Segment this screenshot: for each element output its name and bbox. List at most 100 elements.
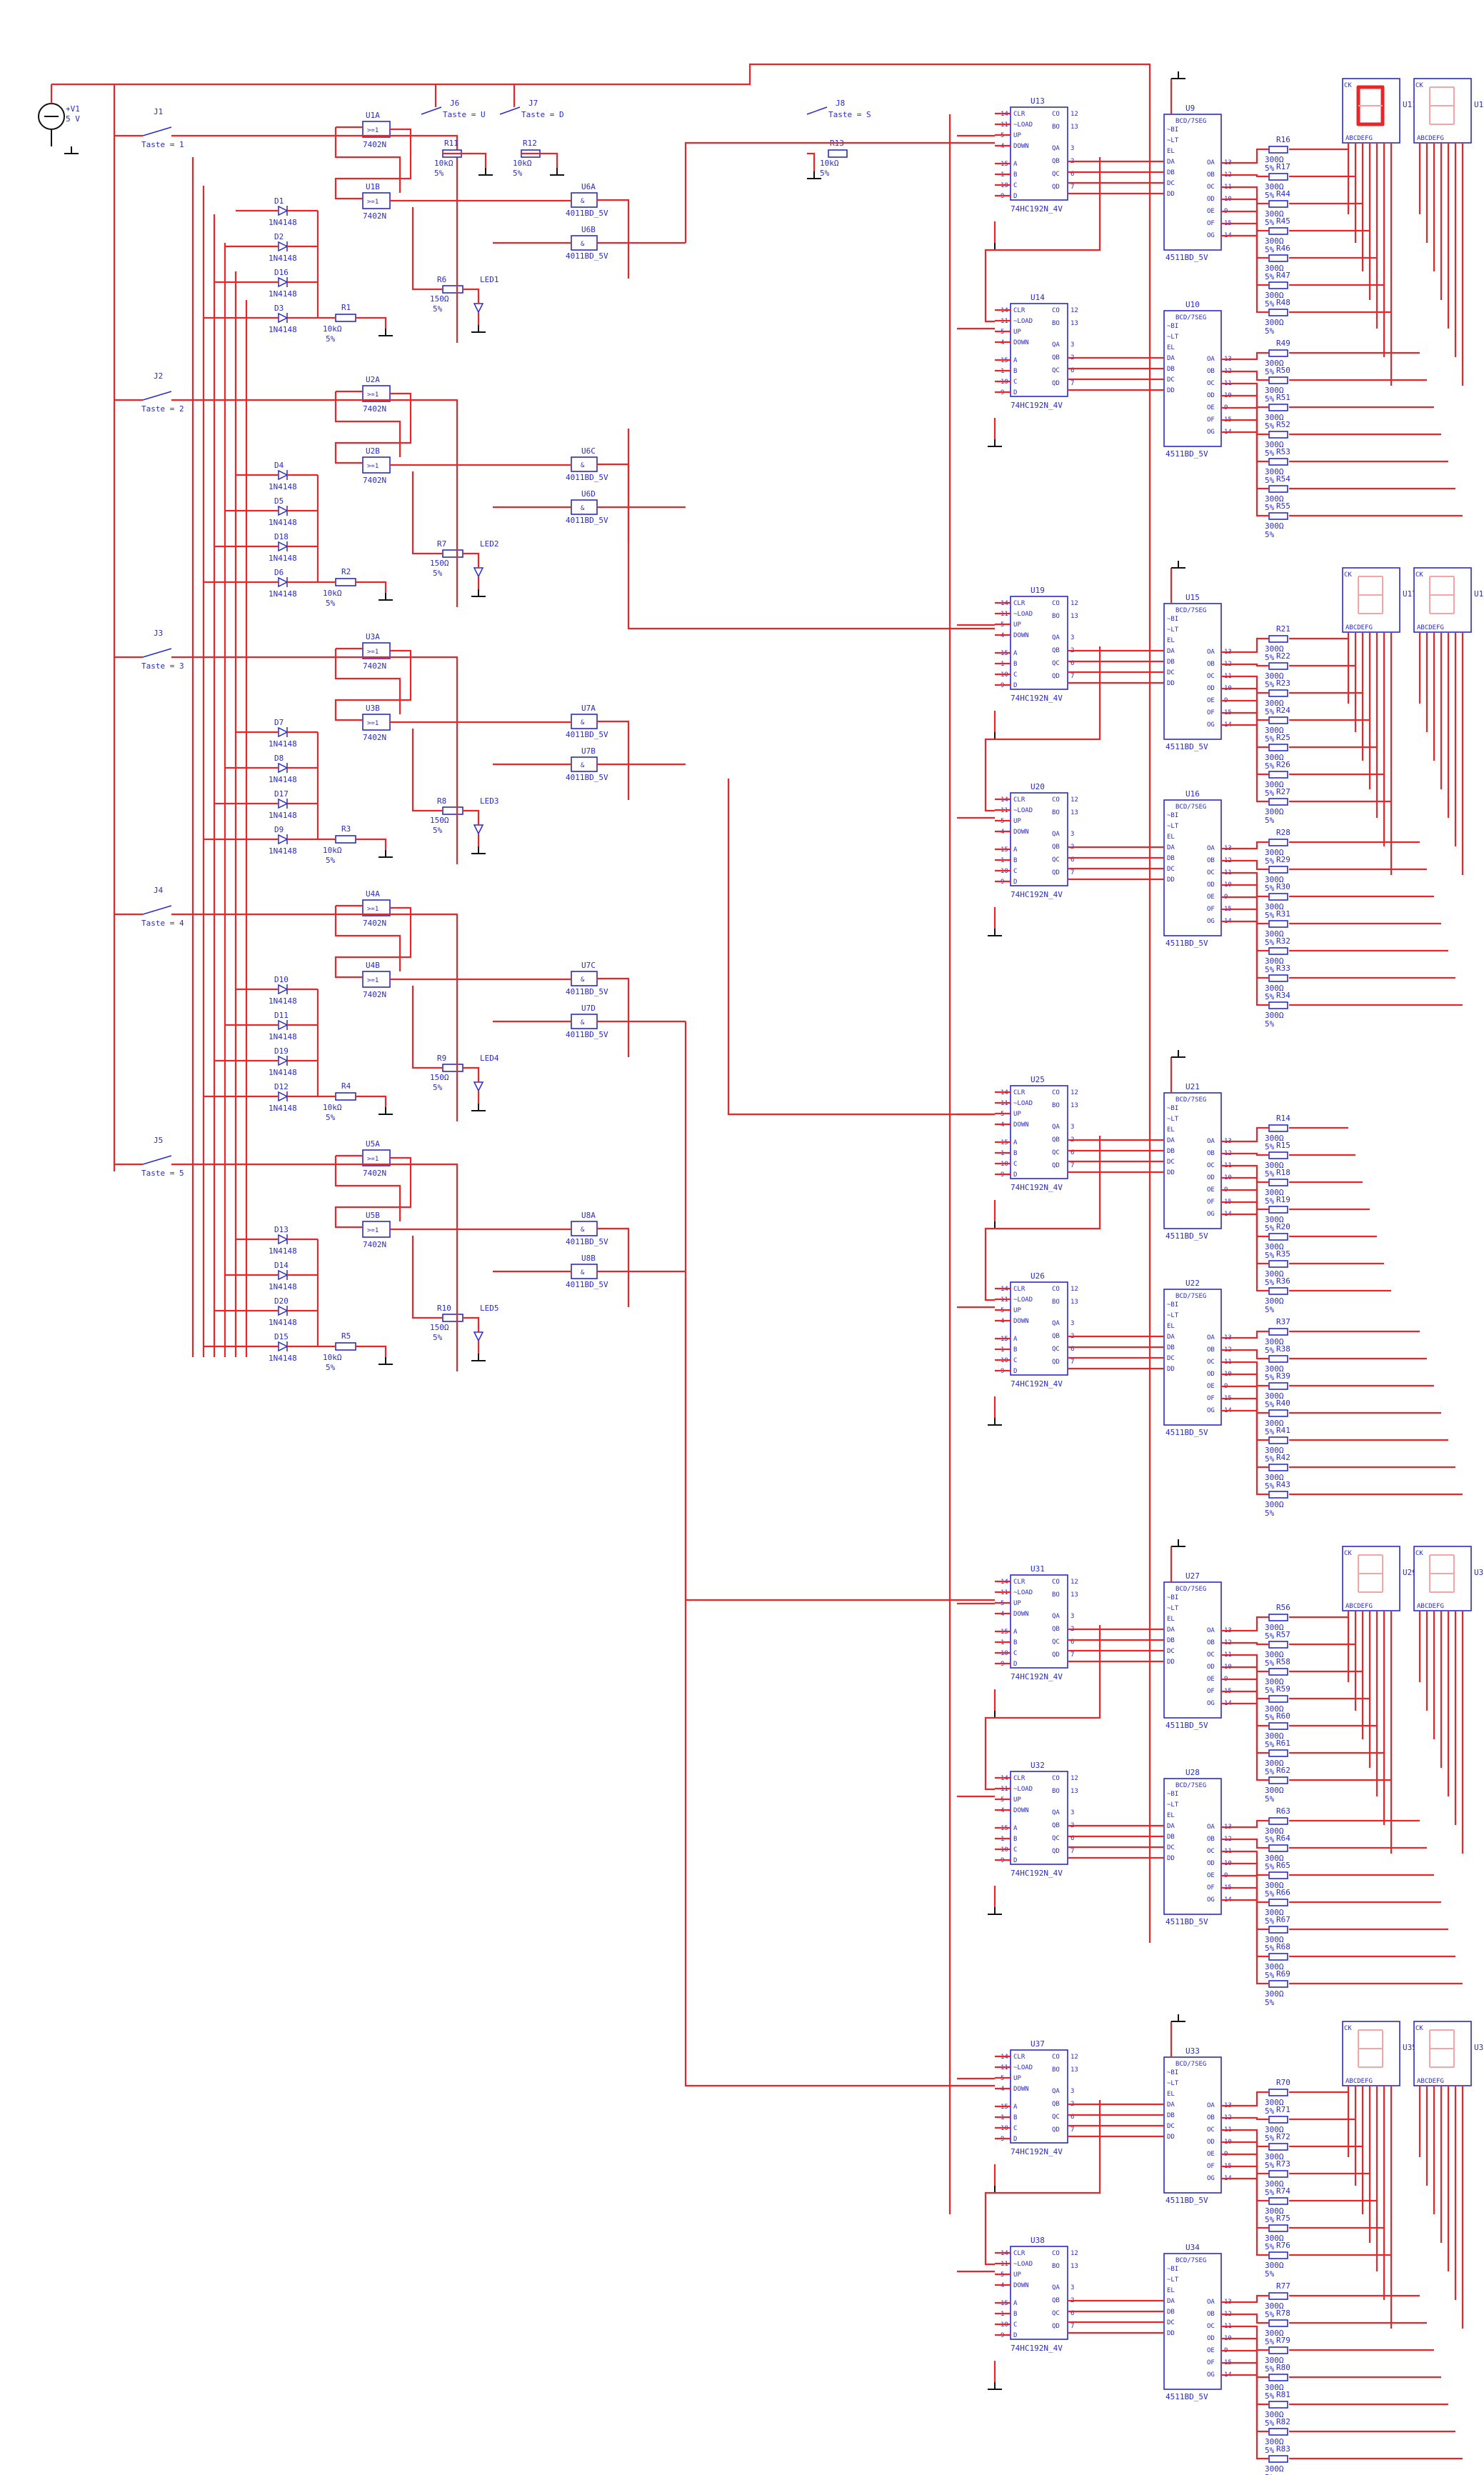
pin-label: ~LOAD bbox=[1013, 1296, 1033, 1304]
pin-label: DOWN bbox=[1013, 1611, 1029, 1618]
resistor-ref: R74 bbox=[1276, 2186, 1290, 2196]
pin-label: OG bbox=[1207, 429, 1215, 436]
led-resistor-ref: R10 bbox=[437, 1304, 451, 1313]
counter-ref: U13 bbox=[1031, 96, 1045, 106]
wire bbox=[1221, 1152, 1269, 1156]
resistor-ref: R60 bbox=[1276, 1711, 1290, 1721]
pin-label: UP bbox=[1013, 1600, 1021, 1607]
display-ref: U36 bbox=[1474, 2043, 1484, 2052]
resistor-value: 300Ω bbox=[1265, 1623, 1284, 1632]
pin-label: QC bbox=[1052, 1835, 1060, 1842]
diode bbox=[278, 1269, 289, 1281]
pin-label: QA bbox=[1052, 1124, 1060, 1131]
led-resistor-ref: R6 bbox=[437, 275, 446, 284]
resistor-tol: 5% bbox=[1265, 367, 1275, 376]
mode-key-ref: J6 bbox=[450, 99, 459, 108]
resistor-tol: 5% bbox=[1265, 1794, 1275, 1804]
wire bbox=[171, 913, 458, 1121]
pin-num: 13 bbox=[1071, 1591, 1078, 1599]
resistor-value: 300Ω bbox=[1265, 644, 1284, 654]
ground-symbol bbox=[1171, 2014, 1185, 2022]
wire bbox=[1221, 370, 1269, 381]
resistor-value: 300Ω bbox=[1265, 753, 1284, 762]
decoder-header: BCD/7SEG bbox=[1175, 1782, 1206, 1789]
mode-key-ref: J7 bbox=[528, 99, 538, 108]
resistor-value: 10kΩ bbox=[323, 1103, 342, 1112]
pin-label: OA bbox=[1207, 1334, 1215, 1341]
diode-part: 1N4148 bbox=[269, 518, 297, 527]
resistor-ref: R4 bbox=[341, 1081, 351, 1091]
wire bbox=[1221, 663, 1269, 667]
pin-num: 3 bbox=[1071, 1613, 1074, 1620]
resistor-value: 300Ω bbox=[1265, 2464, 1284, 2474]
wire bbox=[463, 552, 480, 568]
gate-ref: U1A bbox=[366, 111, 380, 120]
segment-resistor bbox=[1268, 227, 1288, 235]
segment-resistor bbox=[1268, 1749, 1288, 1757]
segment-resistor bbox=[1268, 431, 1288, 439]
key-label: Taste = 3 bbox=[141, 661, 184, 671]
resistor-ref: R18 bbox=[1276, 1168, 1290, 1177]
resistor-ref: R3 bbox=[341, 824, 351, 834]
resistor-value: 10kΩ bbox=[513, 159, 532, 168]
gate-symbol: & bbox=[581, 505, 585, 512]
resistor-ref: R21 bbox=[1276, 624, 1290, 634]
segment-resistor bbox=[1268, 635, 1288, 643]
pin-label: OD bbox=[1207, 1174, 1215, 1181]
resistor-value: 10kΩ bbox=[820, 159, 839, 168]
resistor-ref: R51 bbox=[1276, 393, 1290, 402]
resistor-ref: R1 bbox=[341, 303, 351, 312]
resistor-tol: 5% bbox=[1265, 992, 1275, 1001]
gate-part: 7402N bbox=[363, 140, 386, 149]
pin-label: DA bbox=[1167, 355, 1175, 362]
pin-num: 12 bbox=[1071, 796, 1078, 804]
wire bbox=[521, 152, 558, 168]
resistor-ref: R47 bbox=[1276, 271, 1290, 280]
resistor-tol: 5% bbox=[1265, 299, 1275, 309]
gate-ref: U8B bbox=[581, 1254, 596, 1263]
pin-label: BO bbox=[1052, 1591, 1060, 1599]
resistor-value: 300Ω bbox=[1265, 2125, 1284, 2134]
pin-label: B bbox=[1013, 2311, 1017, 2318]
resistor-tol: 5% bbox=[1265, 816, 1275, 825]
pin-label: DD bbox=[1167, 1855, 1175, 1862]
pin-label: BO bbox=[1052, 2066, 1060, 2074]
segment-resistor bbox=[1268, 2143, 1288, 2151]
resistor-tol: 5% bbox=[326, 1363, 336, 1372]
counter-ref: U19 bbox=[1031, 586, 1045, 595]
gate-ref: U6B bbox=[581, 225, 596, 234]
pin-label: DD bbox=[1167, 680, 1175, 687]
gate-ref: U5B bbox=[366, 1211, 380, 1220]
decoder-ref: U16 bbox=[1185, 789, 1200, 799]
segment-resistor bbox=[1268, 1491, 1288, 1499]
seven-seg-display bbox=[1413, 567, 1472, 633]
diode-ref: D13 bbox=[274, 1225, 289, 1234]
ground-symbol bbox=[988, 929, 1002, 936]
led-resistor-value: 150Ω bbox=[430, 294, 449, 304]
pin-num: 3 bbox=[1071, 634, 1074, 641]
segment-resistor bbox=[1268, 309, 1288, 316]
resistor-ref: R82 bbox=[1276, 2417, 1290, 2426]
resistor-tol: 5% bbox=[513, 169, 523, 178]
diode bbox=[278, 576, 289, 588]
pin-label: DOWN bbox=[1013, 1121, 1029, 1129]
resistor-ref: R56 bbox=[1276, 1603, 1290, 1612]
resistor-ref: R28 bbox=[1276, 828, 1290, 837]
wire bbox=[597, 720, 630, 800]
pin-label: ~BI bbox=[1167, 323, 1178, 330]
display-ck: CK bbox=[1415, 2025, 1423, 2032]
segment-resistor bbox=[1268, 1722, 1288, 1730]
pin-label: DOWN bbox=[1013, 1318, 1029, 1325]
segment-resistor bbox=[1268, 1871, 1288, 1879]
seven-seg-display bbox=[1342, 567, 1400, 633]
resistor-tol: 5% bbox=[1265, 272, 1275, 281]
pin-num: 12 bbox=[1071, 1089, 1078, 1096]
resistor-value: 300Ω bbox=[1265, 318, 1284, 327]
counter-ic bbox=[1010, 106, 1068, 201]
pin-label: OG bbox=[1207, 1700, 1215, 1707]
resistor-tol: 5% bbox=[1265, 2188, 1275, 2197]
gate-symbol: & bbox=[581, 462, 585, 469]
pin-label: C bbox=[1013, 379, 1017, 386]
diode-part: 1N4148 bbox=[269, 589, 297, 599]
pin-label: OC bbox=[1207, 2126, 1215, 2134]
